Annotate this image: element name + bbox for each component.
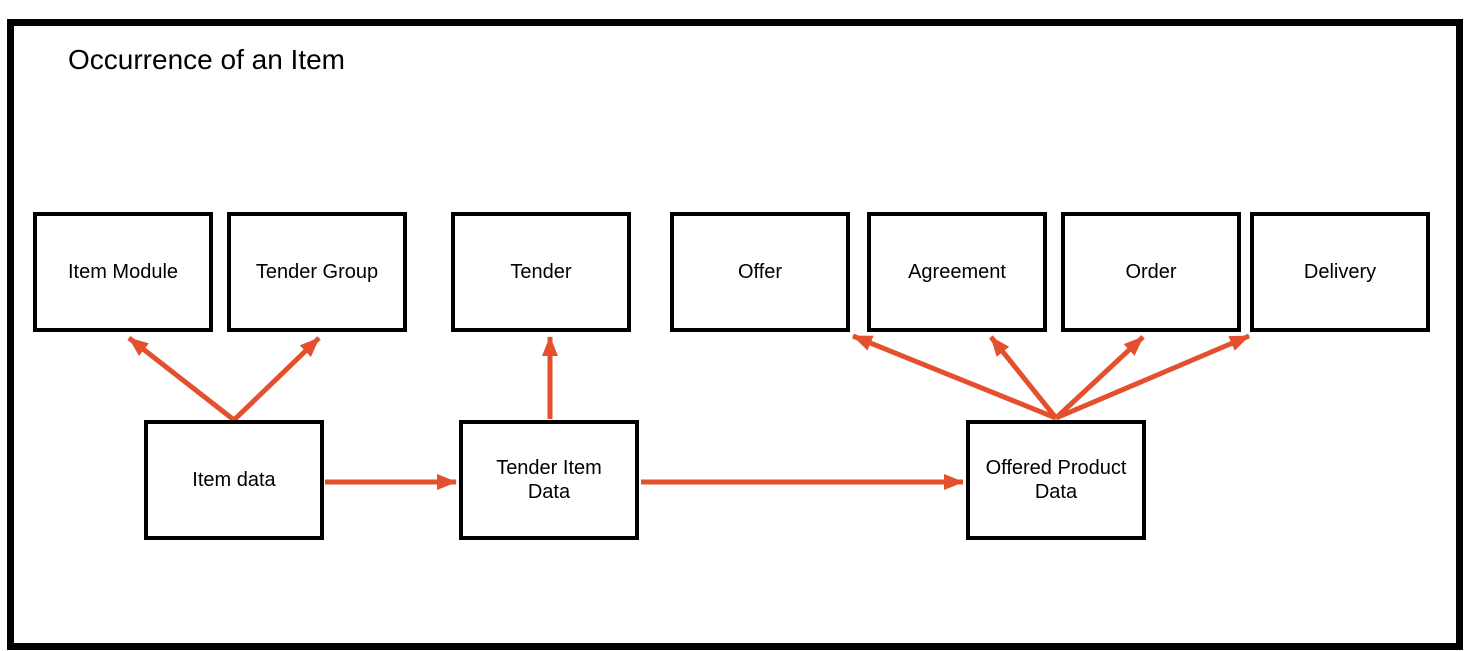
diagram-frame xyxy=(7,19,1463,650)
box-label: Order xyxy=(1125,261,1177,283)
box-label: Offered Product Data xyxy=(985,457,1127,503)
box-tender-group: Tender Group xyxy=(227,212,407,332)
box-label: Tender xyxy=(510,261,572,283)
box-label: Item Module xyxy=(67,261,179,283)
box-offered-product-data: Offered Product Data xyxy=(966,420,1146,540)
box-offer: Offer xyxy=(670,212,850,332)
box-delivery: Delivery xyxy=(1250,212,1430,332)
box-label: Offer xyxy=(737,261,783,283)
box-label: Tender Group xyxy=(255,261,379,283)
box-tender: Tender xyxy=(451,212,631,332)
box-label: Delivery xyxy=(1303,261,1377,283)
box-item-data: Item data xyxy=(144,420,324,540)
box-order: Order xyxy=(1061,212,1241,332)
diagram-title: Occurrence of an Item xyxy=(68,44,346,75)
box-agreement: Agreement xyxy=(867,212,1047,332)
box-label: Tender Item Data xyxy=(496,457,602,503)
box-tender-item-data: Tender Item Data xyxy=(459,420,639,540)
box-label: Agreement xyxy=(908,261,1006,283)
box-item-module: Item Module xyxy=(33,212,213,332)
box-label: Item data xyxy=(192,469,276,491)
